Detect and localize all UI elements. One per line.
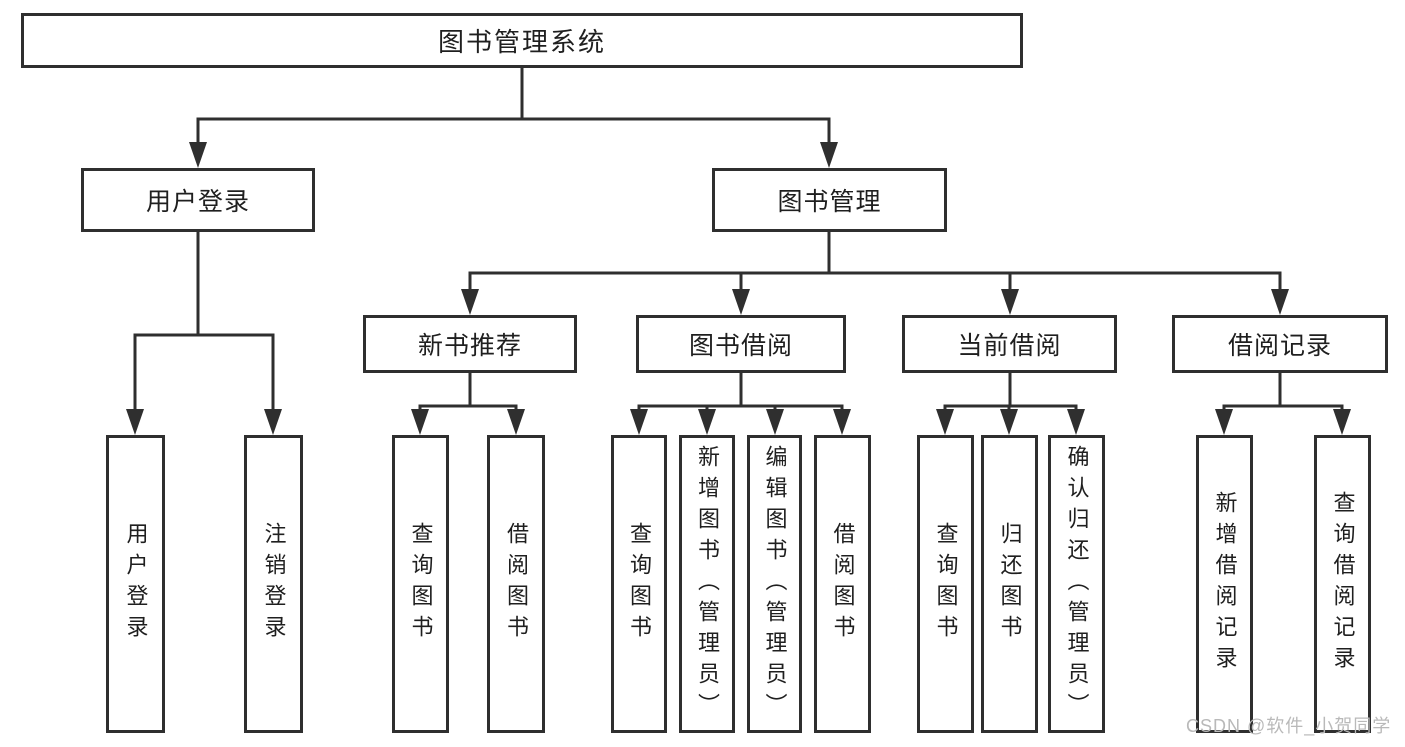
- node-label: 借阅记录: [1227, 332, 1332, 360]
- connector-book-management: [468, 230, 1282, 293]
- connector-new-book-recommend: [418, 371, 518, 413]
- leaf-user-login: 用户登录: [106, 435, 165, 733]
- arrowheads: [126, 142, 1351, 435]
- leaf-logout: 注销登录: [244, 435, 303, 733]
- connector-current-borrow: [943, 371, 1078, 413]
- leaf-borrow-books-2: 借阅图书: [814, 435, 871, 733]
- node-label: 编辑图书（管理员）: [762, 444, 788, 724]
- leaf-confirm-return-admin: 确认归还（管理员）: [1048, 435, 1105, 733]
- node-label: 查询图书: [408, 522, 434, 646]
- leaf-borrow-books-1: 借阅图书: [487, 435, 545, 733]
- node-label: 图书管理: [777, 188, 882, 216]
- node-label: 新增图书（管理员）: [695, 444, 720, 724]
- node-label: 用户登录: [145, 188, 250, 216]
- node-label: 归还图书: [997, 522, 1023, 646]
- leaf-add-books-admin: 新增图书（管理员）: [679, 435, 735, 733]
- node-label: 新书推荐: [417, 332, 522, 360]
- node-label: 注销登录: [261, 522, 287, 646]
- node-label: 查询借阅记录: [1330, 491, 1356, 677]
- leaf-return-books: 归还图书: [981, 435, 1038, 733]
- node-label: 当前借阅: [957, 332, 1062, 360]
- node-borrow-records: 借阅记录: [1172, 315, 1388, 373]
- node-current-borrow: 当前借阅: [902, 315, 1117, 373]
- connector-borrow-records: [1222, 371, 1344, 413]
- leaf-query-books-3: 查询图书: [917, 435, 974, 733]
- node-new-book-recommend: 新书推荐: [363, 315, 577, 373]
- node-label: 新增借阅记录: [1212, 491, 1238, 677]
- leaf-add-borrow-record: 新增借阅记录: [1196, 435, 1253, 733]
- csdn-watermark: CSDN @软件_小贺同学: [1186, 716, 1392, 736]
- node-user-login-group: 用户登录: [81, 168, 315, 232]
- node-label: 借阅图书: [830, 522, 856, 646]
- node-book-borrow: 图书借阅: [636, 315, 846, 373]
- leaf-query-books-1: 查询图书: [392, 435, 449, 733]
- node-label: 图书管理系统: [437, 27, 606, 57]
- node-label: 用户登录: [123, 522, 149, 646]
- node-label: 查询图书: [627, 522, 652, 646]
- connector-book-borrow: [637, 371, 844, 413]
- connector-user-login: [133, 230, 275, 413]
- connector-root: [196, 66, 831, 146]
- node-label: 确认归还（管理员）: [1064, 444, 1090, 724]
- node-label: 图书借阅: [688, 332, 793, 360]
- leaf-query-borrow-record: 查询借阅记录: [1314, 435, 1371, 733]
- node-label: 借阅图书: [504, 522, 529, 646]
- node-root-library-management-system: 图书管理系统: [21, 13, 1023, 68]
- node-book-management: 图书管理: [712, 168, 947, 232]
- leaf-query-books-2: 查询图书: [611, 435, 667, 733]
- node-label: 查询图书: [933, 522, 959, 646]
- leaf-edit-books-admin: 编辑图书（管理员）: [747, 435, 802, 733]
